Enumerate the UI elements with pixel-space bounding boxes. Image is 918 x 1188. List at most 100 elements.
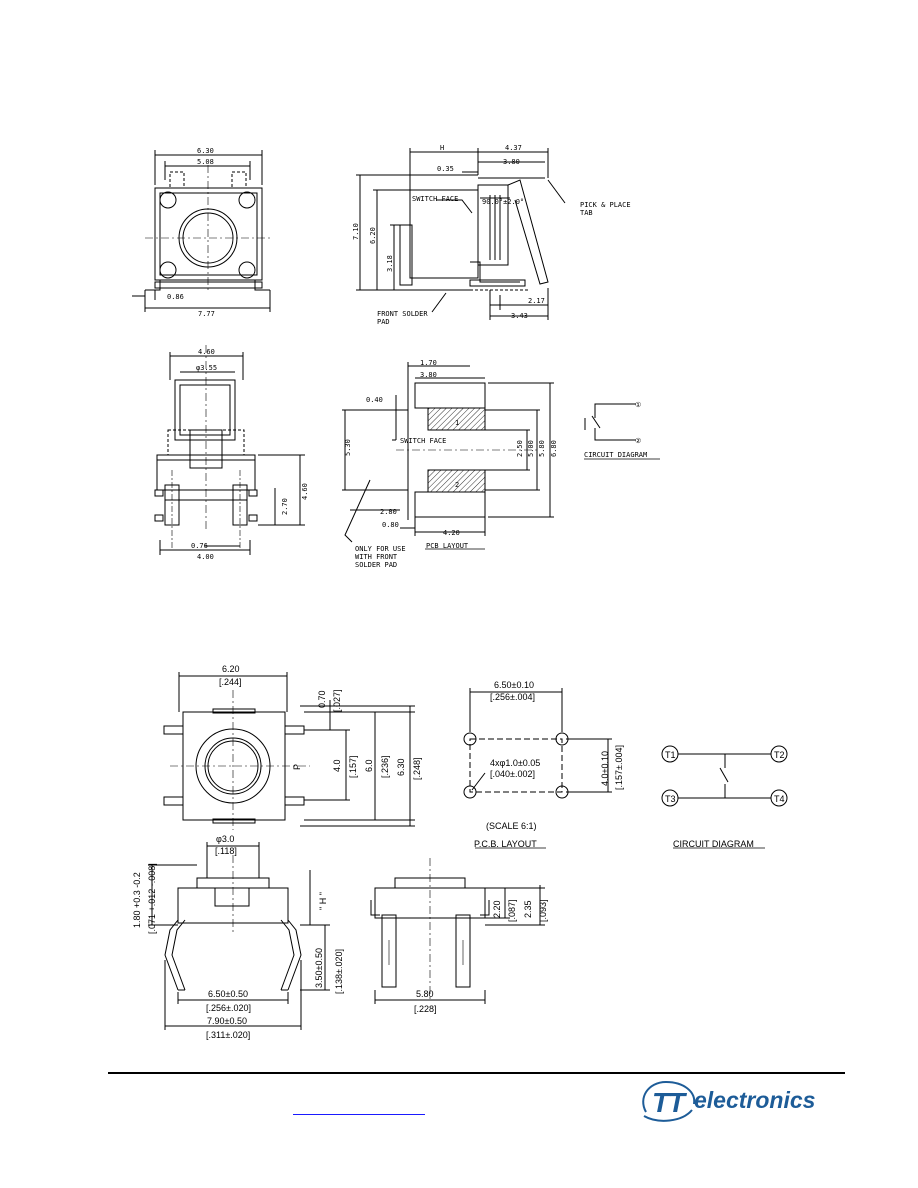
bottom-front-d-630: 6.30 [396, 758, 406, 776]
top-circuit-diagram [584, 403, 660, 460]
top-front-d-086: 0.86 [167, 293, 184, 301]
circuit-top-title: CIRCUIT DIAGRAM [584, 451, 647, 459]
bottom-pcb-scale: (SCALE 6:1) [486, 821, 537, 831]
mid-left-d-460: 4.60 [198, 348, 215, 356]
mid-left-d-460v: 4.60 [301, 483, 309, 500]
bottom-front-view [163, 672, 415, 830]
bottom-circuit-title: CIRCUIT DIAGRAM [673, 839, 754, 849]
top-side-d-217: 2.17 [528, 297, 545, 305]
top-side-switch-face: SWITCH FACE [412, 195, 458, 203]
bottom-side-d-256: [.256±.020] [206, 1003, 251, 1013]
bottom-side-d-790: 7.90±0.50 [207, 1016, 247, 1026]
bottom-side-d-phi30: φ3.0 [216, 834, 234, 844]
mid-left-d-phi355: φ3.55 [196, 364, 217, 372]
bottom-pcb-d-157v: [.157±.004] [614, 745, 624, 790]
bottom-end-d-093: [.093] [538, 899, 548, 922]
bottom-front-d-60: 6.0 [364, 759, 374, 772]
top-side-angle: 90.0°±2.0° [482, 198, 524, 206]
logo-wordmark: electronics [694, 1087, 816, 1113]
top-front-d-508: 5.08 [197, 158, 214, 166]
mid-left-d-076: 0.76 [191, 542, 208, 550]
bottom-front-d-244: [.244] [219, 677, 242, 687]
top-pcb-layout [342, 362, 554, 550]
pcb-top-switch-face: SWITCH FACE [400, 437, 446, 445]
pcb-pad-1: 1 [455, 419, 459, 427]
pcb-note-3: SOLDER PAD [355, 561, 397, 569]
mid-left-d-400: 4.00 [197, 553, 214, 561]
svg-text:T: T [668, 1087, 688, 1118]
bottom-side-view [148, 842, 330, 1030]
top-side-d-710: 7.10 [352, 223, 360, 240]
bottom-end-d-235: 2.35 [523, 900, 533, 918]
front-solder-label-1: FRONT SOLDER [377, 310, 428, 318]
top-side-d-380: 3.80 [503, 158, 520, 166]
bottom-circuit-t3: T3 [665, 794, 676, 804]
bottom-pcb-d-256: [.256±.004] [490, 692, 535, 702]
top-side-d-h: H [440, 144, 444, 152]
bottom-side-d-650: 6.50±0.50 [208, 989, 248, 999]
bottom-front-d-236: [.236] [380, 755, 390, 778]
bottom-pcb-holes-1: 4xφ1.0±0.05 [490, 758, 540, 768]
bottom-end-view [370, 858, 545, 1004]
circuit-top-pin1: ① [635, 401, 641, 409]
pcb-pad-2: 2 [455, 481, 459, 489]
bottom-pcb-holes-2: [.040±.002] [490, 769, 535, 779]
bottom-pcb-layout [463, 688, 612, 849]
bottom-end-d-228: [.228] [414, 1004, 437, 1014]
pcb-top-d-380: 3.80 [420, 371, 437, 379]
pcb-top-d-250: 2.50 [516, 440, 524, 457]
bottom-circuit-t2: T2 [774, 750, 785, 760]
footer-link[interactable] [293, 1104, 425, 1115]
pcb-note-2: WITH FRONT [355, 553, 398, 561]
bottom-side-d-350: 3.50±0.50 [314, 948, 324, 988]
bottom-side-d-071: [.071 +.012 -.008] [147, 863, 157, 934]
bottom-circuit-t1: T1 [665, 750, 676, 760]
pcb-top-d-680: 6.80 [550, 440, 558, 457]
bottom-side-d-180: 1.80 +0.3 -0.2 [132, 872, 142, 928]
bottom-pcb-title: P.C.B. LAYOUT [474, 839, 537, 849]
top-side-d-343: 3.43 [511, 312, 528, 320]
top-front-d-777: 7.77 [198, 310, 215, 318]
pcb-top-d-280: 2.80 [380, 508, 397, 516]
bottom-front-d-027: [.027] [332, 689, 342, 712]
top-front-d-630: 6.30 [197, 147, 214, 155]
pcb-top-title: PCB LAYOUT [426, 542, 469, 550]
pcb-top-d-420: 4.20 [443, 529, 460, 537]
bottom-front-d-070: 0.70 [317, 690, 327, 708]
mid-left-view [154, 345, 305, 555]
svg-text:T: T [652, 1087, 672, 1118]
pcb-top-d-580: 5.80 [538, 440, 546, 457]
pcb-top-d-040: 0.40 [366, 396, 383, 404]
pcb-top-d-080: 0.80 [382, 521, 399, 529]
bottom-end-d-220: 2.20 [492, 900, 502, 918]
bottom-side-d-118: [.118] [215, 846, 237, 856]
top-side-d-620: 6.20 [369, 227, 377, 244]
tt-logo-icon: T T [642, 1080, 696, 1122]
pick-place-label-2: TAB [580, 209, 593, 217]
top-front-view [132, 150, 271, 312]
top-side-d-437: 4.37 [505, 144, 522, 152]
bottom-pcb-d-40v: 4.0±0.10 [600, 751, 610, 786]
bottom-circuit-diagram [661, 745, 788, 849]
front-solder-label-2: PAD [377, 318, 390, 326]
pcb-top-d-530: 5.30 [344, 439, 352, 456]
bottom-side-d-138: [.138±.020] [334, 949, 344, 994]
top-side-d-318: 3.18 [386, 255, 394, 272]
bottom-front-pin-label: P [292, 764, 302, 770]
bottom-side-d-h: " H " [318, 892, 328, 910]
bottom-front-d-40: 4.0 [332, 759, 342, 772]
bottom-front-d-248: [.248] [412, 757, 422, 780]
pcb-top-d-500: 5.00 [527, 440, 535, 457]
circuit-top-pin2: ② [635, 437, 641, 445]
footer-rule [108, 1072, 845, 1074]
pcb-note-1: ONLY FOR USE [355, 545, 406, 553]
pick-place-label-1: PICK & PLACE [580, 201, 631, 209]
bottom-front-d-157: [.157] [348, 755, 358, 778]
bottom-side-d-311: [.311±.020] [206, 1030, 250, 1040]
top-side-d-035: 0.35 [437, 165, 454, 173]
mid-left-d-270: 2.70 [281, 498, 289, 515]
bottom-front-d-620: 6.20 [222, 664, 240, 674]
bottom-circuit-t4: T4 [774, 794, 785, 804]
pcb-top-d-170: 1.70 [420, 359, 437, 367]
